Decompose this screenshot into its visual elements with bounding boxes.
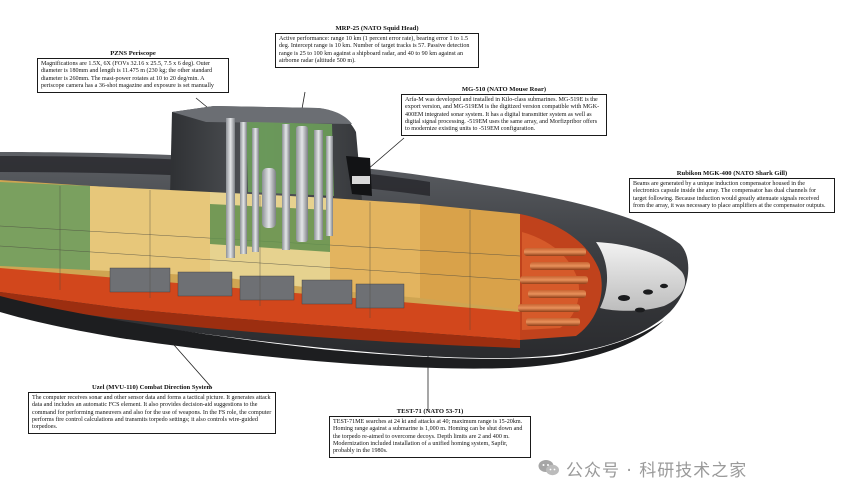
callout-title: Rubikon MGK-400 (NATO Shark Gill) (676, 170, 788, 177)
callout-title: MG-510 (NATO Mouse Roar) (461, 86, 547, 93)
cutaway-interior (0, 122, 521, 348)
callout-mg510: MG-510 (NATO Mouse Roar) Arfa-M was deve… (401, 86, 607, 137)
bow-hatches (618, 283, 668, 313)
callout-title: PZNS Periscope (110, 50, 156, 57)
callout-text: Active performance: range 10 km (1 perce… (275, 33, 479, 69)
hull-belly (0, 296, 664, 369)
callout-title: MRP-25 (NATO Squid Head) (335, 25, 419, 32)
callout-mrp25: MRP-25 (NATO Squid Head) Active performa… (275, 25, 479, 69)
torpedo-tubes (518, 248, 590, 326)
sail-white-strip (352, 176, 370, 184)
callout-text: TEST-71ME searches at 24 kt and attacks … (329, 416, 531, 459)
callout-pzns-periscope: PZNS Periscope Magnifications are 1.5X, … (37, 50, 229, 94)
callout-title: TEST-71 (NATO 53-71) (396, 408, 464, 415)
sail-top (172, 106, 352, 124)
wechat-icon (538, 459, 560, 477)
callout-title: Uzel (MVU-110) Combat Direction System (91, 384, 212, 391)
bow-nose (596, 242, 686, 311)
masts (226, 118, 333, 258)
callout-test71: TEST-71 (NATO 53-71) TEST-71ME searches … (329, 408, 531, 459)
watermark: 公众号 · 科研技术之家 (538, 456, 838, 481)
callout-mgk400: Rubikon MGK-400 (NATO Shark Gill) Beams … (629, 170, 835, 214)
callout-text: Arfa-M was developed and installed in Ki… (401, 94, 607, 137)
callout-text: The computer receives sonar and other se… (28, 392, 276, 435)
watermark-text: 公众号 · 科研技术之家 (566, 460, 748, 481)
callout-text: Magnifications are 1.5X, 6X (FOVs 32.16 … (37, 58, 229, 94)
callout-text: Beams are generated by a unique inductio… (629, 178, 835, 214)
callout-uzel: Uzel (MVU-110) Combat Direction System T… (28, 384, 276, 435)
